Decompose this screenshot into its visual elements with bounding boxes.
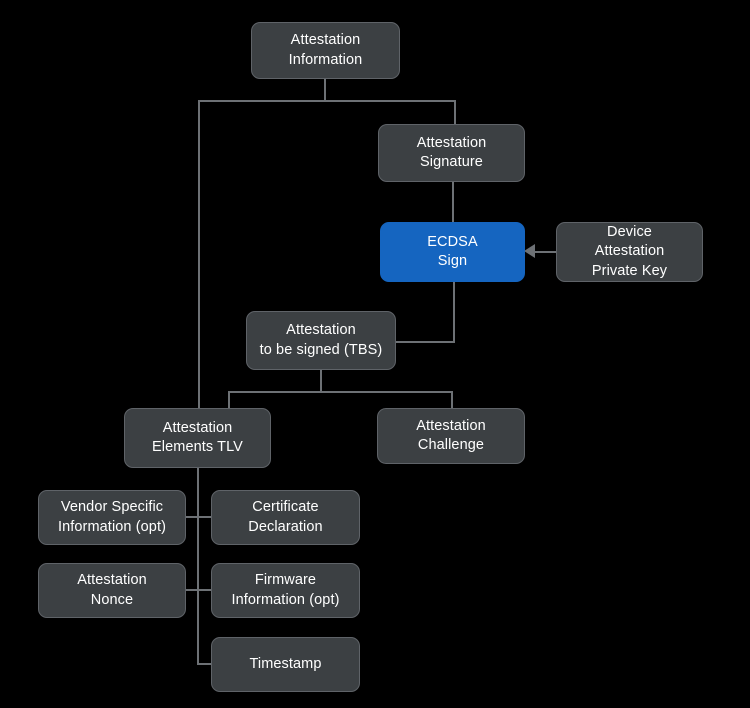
node-timestamp[interactable]: Timestamp xyxy=(211,637,360,692)
arrowhead-icon-arrow-into-ecdsa xyxy=(524,244,535,258)
node-attestation-elements-tlv[interactable]: Attestation Elements TLV xyxy=(124,408,271,468)
node-certificate-declaration[interactable]: Certificate Declaration xyxy=(211,490,360,545)
node-label: ECDSA Sign xyxy=(427,233,478,269)
node-vendor-specific-information[interactable]: Vendor Specific Information (opt) xyxy=(38,490,186,545)
edge-tlv-branch-row2-right xyxy=(197,589,212,591)
edge-info-to-tlv-trunk xyxy=(198,100,200,420)
node-ecdsa-sign[interactable]: ECDSA Sign xyxy=(380,222,525,282)
edge-tbs-to-challenge-drop xyxy=(451,391,453,409)
edge-info-to-signature-drop xyxy=(454,100,456,125)
node-attestation-nonce[interactable]: Attestation Nonce xyxy=(38,563,186,618)
edge-tbs-down-stub xyxy=(320,370,322,393)
node-label: Attestation to be signed (TBS) xyxy=(259,322,383,358)
node-label: Attestation Challenge xyxy=(416,417,486,453)
node-device-attestation-private-key[interactable]: Device Attestation Private Key xyxy=(556,222,703,282)
edge-info-down-stub xyxy=(324,79,326,102)
node-firmware-information[interactable]: Firmware Information (opt) xyxy=(211,563,360,618)
edge-tbs-to-tlv-drop xyxy=(228,391,230,409)
edge-tlv-branch-row3-right xyxy=(197,663,212,665)
edge-tbs-split-bar xyxy=(228,391,453,393)
node-label: Vendor Specific Information (opt) xyxy=(57,499,167,535)
node-attestation-signature[interactable]: Attestation Signature xyxy=(378,124,525,182)
node-label: Device Attestation Private Key xyxy=(591,224,668,279)
node-label: Attestation Information xyxy=(288,32,363,68)
edge-key-to-ecdsa xyxy=(529,251,557,253)
edge-ecdsa-to-tbs-bar xyxy=(396,341,454,343)
node-attestation-to-be-signed[interactable]: Attestation to be signed (TBS) xyxy=(246,311,396,370)
edge-ecdsa-down xyxy=(453,282,455,343)
edge-signature-to-ecdsa xyxy=(452,182,454,223)
node-label: Firmware Information (opt) xyxy=(231,572,340,608)
node-label: Attestation Nonce xyxy=(77,572,147,608)
edge-tlv-trunk xyxy=(197,468,199,665)
edge-tlv-branch-row2-left xyxy=(186,589,199,591)
node-attestation-challenge[interactable]: Attestation Challenge xyxy=(377,408,525,464)
edge-info-split-bar xyxy=(198,100,456,102)
node-label: Attestation Signature xyxy=(416,134,487,170)
node-label: Attestation Elements TLV xyxy=(152,419,243,455)
node-label: Timestamp xyxy=(249,655,322,672)
edge-tlv-branch-row1-right xyxy=(197,516,212,518)
node-attestation-information[interactable]: Attestation Information xyxy=(251,22,400,79)
node-label: Certificate Declaration xyxy=(248,499,323,535)
edge-tlv-branch-row1-left xyxy=(186,516,199,518)
